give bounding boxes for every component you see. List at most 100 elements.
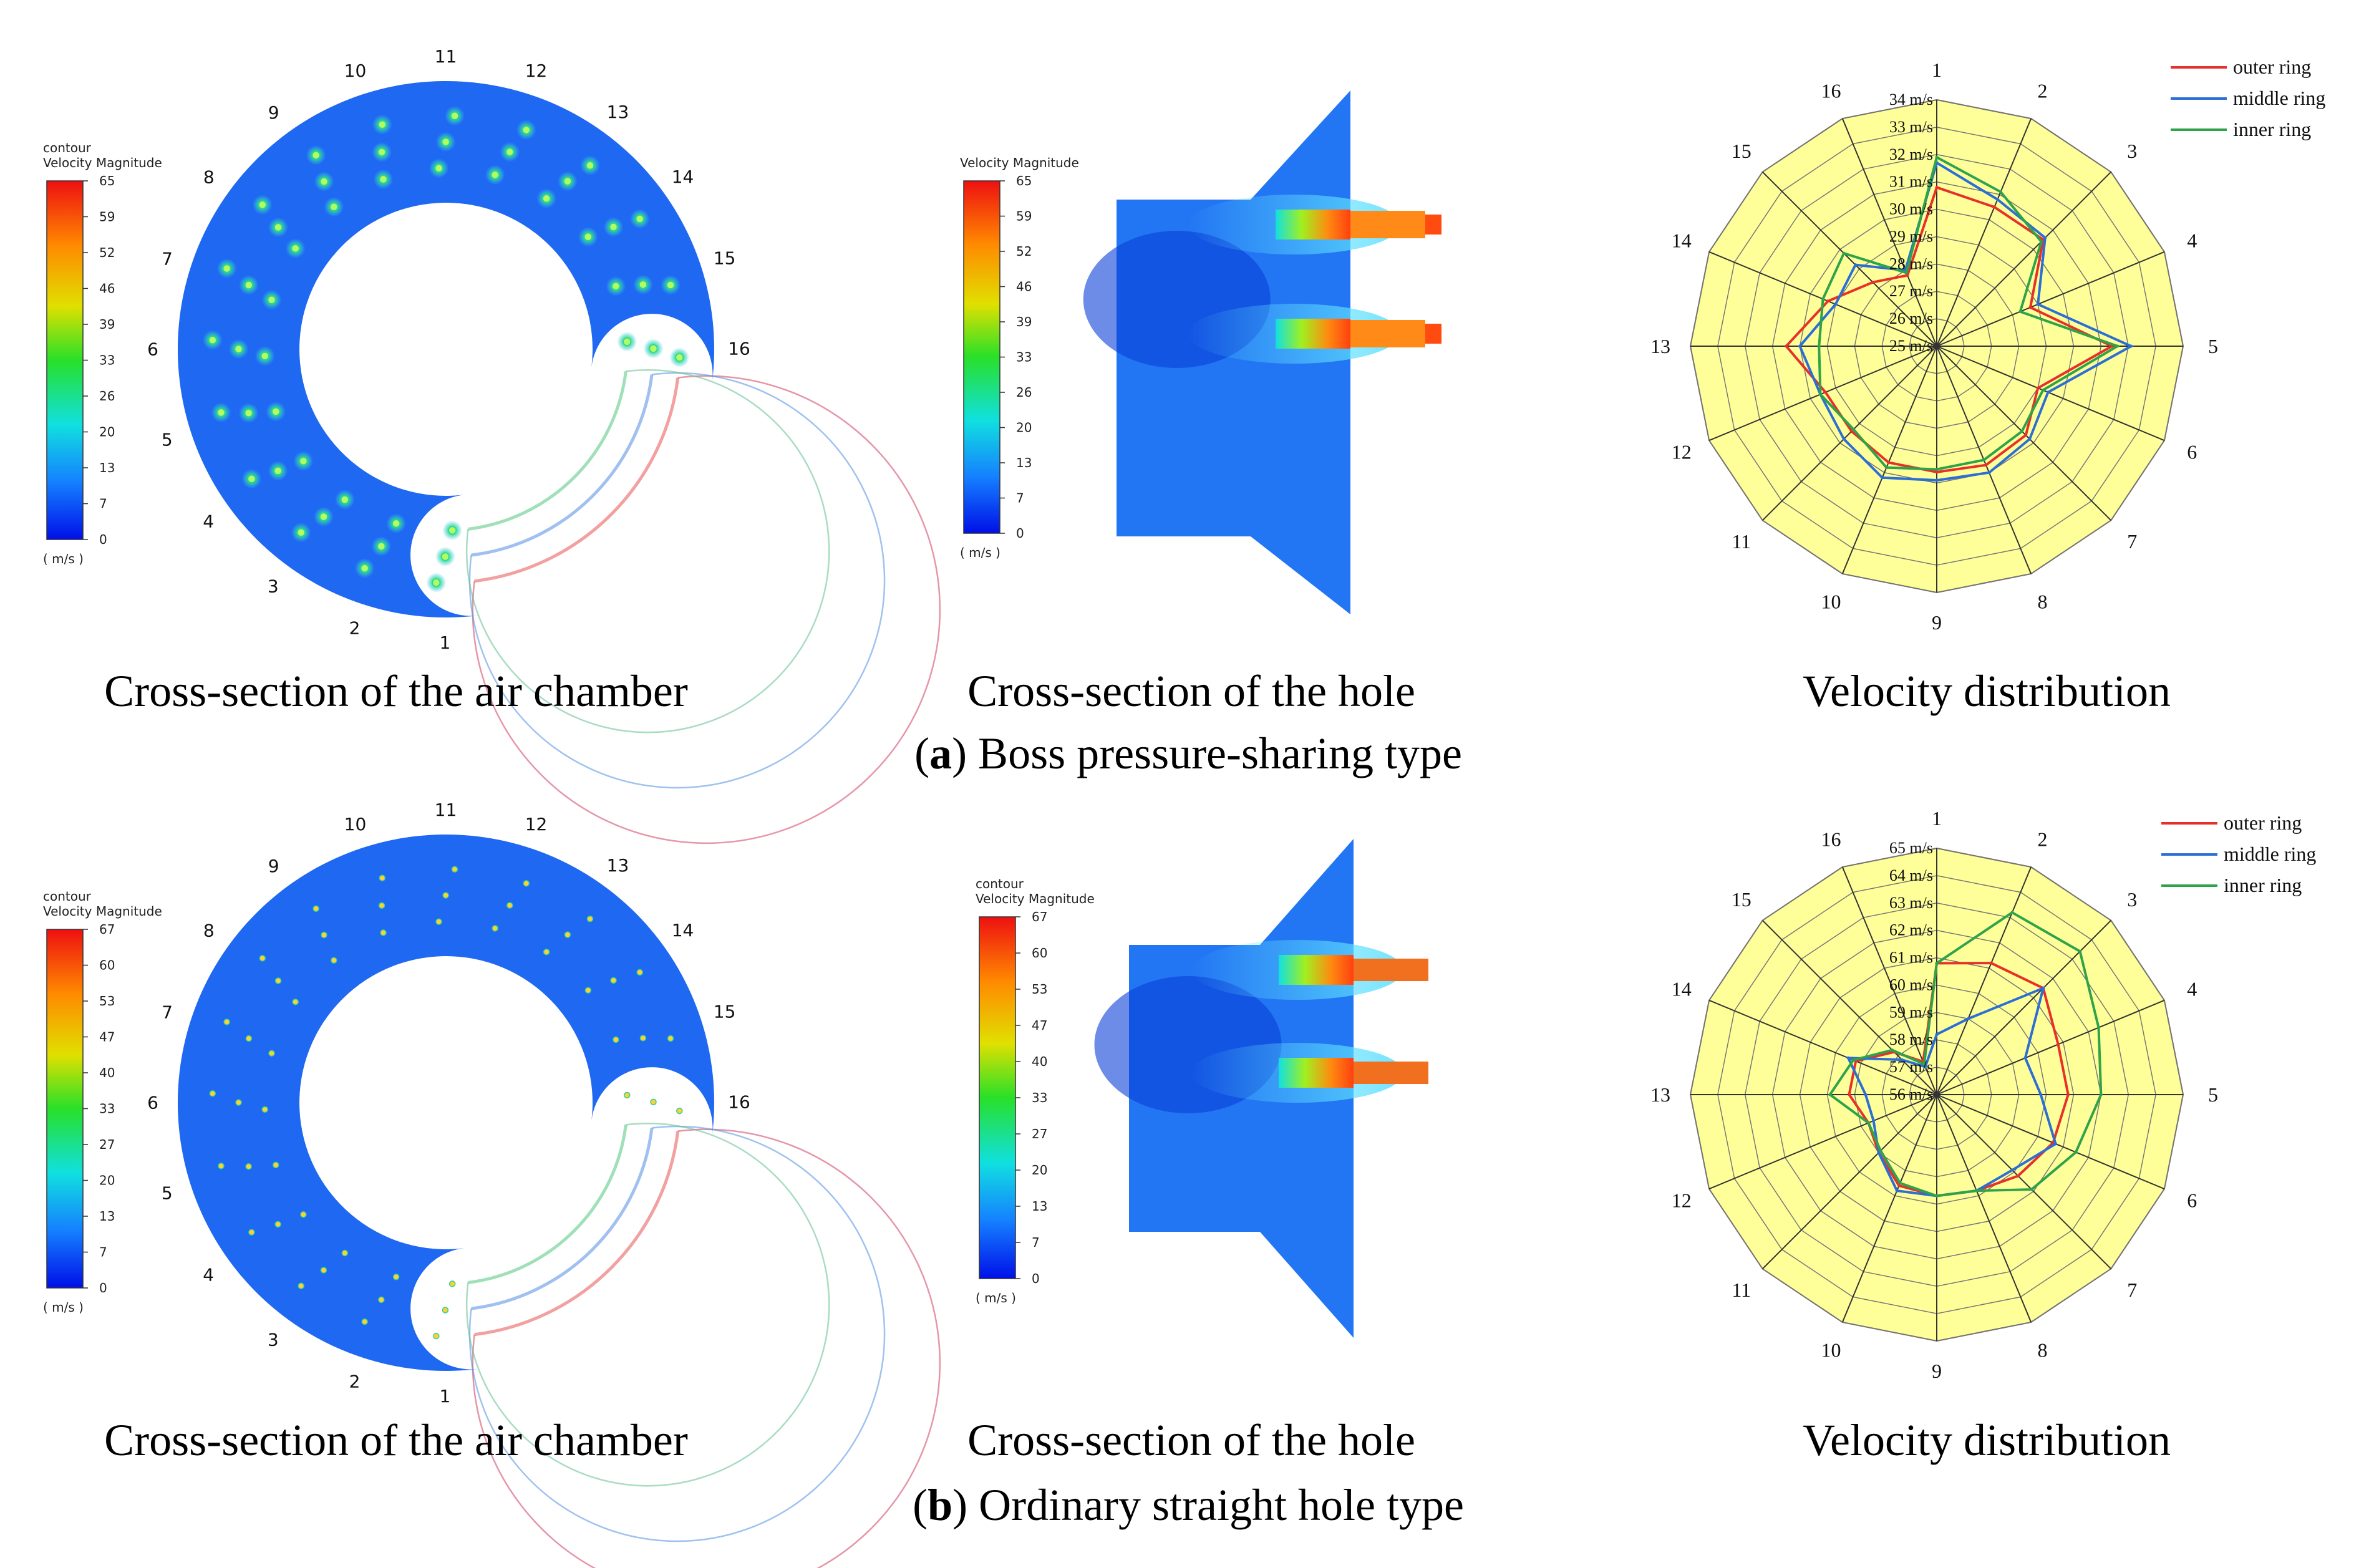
jet-hole: [248, 1229, 255, 1236]
jet-hole: [639, 1035, 647, 1042]
data-point: [1992, 205, 1996, 209]
jet-hole: [584, 233, 593, 241]
radial-tick-label: 26 m/s: [1889, 309, 1933, 327]
category-label: 11: [1732, 530, 1751, 553]
radar-spoke: [1841, 1094, 1937, 1323]
radial-tick-label: 27 m/s: [1889, 282, 1933, 300]
row-caption-a: (a) Boss pressure-sharing type: [914, 728, 1462, 778]
data-point: [2042, 986, 2045, 990]
radar-spoke: [1761, 919, 1937, 1095]
chamber-legend-tick-label: 20: [99, 425, 115, 440]
radial-tick-label: 25 m/s: [1889, 337, 1933, 355]
chamber-legend-unit: ( m/s ): [43, 551, 84, 566]
radar-spoke: [1841, 866, 1937, 1095]
hole-legend-title: Velocity Magnitude: [960, 155, 1079, 170]
category-label: 2: [2038, 828, 2048, 851]
hole-number-label: 11: [435, 800, 457, 820]
data-point: [1906, 273, 1909, 277]
data-point: [2097, 1026, 2101, 1030]
jet-hole: [311, 151, 321, 160]
hole-caption-b: Cross-section of the hole: [967, 1415, 1415, 1465]
hole-number-label: 15: [714, 1001, 736, 1022]
data-point: [1834, 302, 1838, 306]
jet-hole: [522, 125, 531, 135]
radar-caption-a: Velocity distribution: [1803, 666, 2171, 716]
ring-connector: [468, 1125, 627, 1284]
data-point: [1854, 263, 1858, 267]
data-point: [1864, 1093, 1868, 1096]
chamber-legend-header: contour: [43, 889, 92, 904]
jet-hole: [312, 905, 319, 912]
data-point: [2030, 1188, 2033, 1191]
hole-legend-tick-label: 13: [1032, 1199, 1047, 1214]
data-point: [1975, 1189, 1979, 1193]
radial-tick-label: 32 m/s: [1889, 145, 1933, 163]
hole-legend-tick-label: 39: [1016, 314, 1032, 329]
jet-hole: [379, 874, 386, 881]
hole-number-label: 8: [203, 167, 215, 188]
category-label: 12: [1672, 1189, 1692, 1212]
jet-hole: [448, 1280, 456, 1287]
radar-caption-b: Velocity distribution: [1803, 1415, 2171, 1465]
data-point: [2020, 430, 2024, 433]
ring-connector: [471, 374, 654, 557]
data-point: [2023, 1056, 2027, 1060]
jet-hole: [235, 1099, 242, 1106]
jet-hole: [260, 352, 269, 361]
hole-number-label: 16: [728, 1091, 750, 1112]
jet-hole: [442, 1307, 449, 1314]
hole-legend-tick-label: 59: [1016, 209, 1032, 224]
hole-number-label: 13: [607, 855, 629, 876]
hole-legend-unit: ( m/s ): [976, 1290, 1016, 1305]
jet-hole: [245, 281, 253, 289]
chamber-legend-tick-label: 46: [99, 281, 115, 296]
jet-hole: [492, 925, 498, 932]
radar-spoke: [1761, 171, 1937, 347]
jet-hole: [490, 170, 500, 180]
chamber-legend-tick-label: 60: [99, 958, 115, 973]
jet-hole: [222, 264, 231, 273]
chamber-legend-tick-label: 13: [99, 1209, 115, 1224]
nozzle-tip: [1425, 324, 1441, 344]
jet-hole: [650, 1098, 657, 1106]
data-point: [2040, 240, 2043, 243]
row-caption-b: (b) Ordinary straight hole type: [913, 1480, 1464, 1530]
chamber-legend-tick-label: 0: [99, 532, 107, 547]
hole-panel-a: Velocity Magnitude65595246393326201370( …: [960, 90, 1441, 614]
radar-spoke: [1936, 919, 2112, 1095]
data-point: [2036, 386, 2040, 390]
data-point: [1989, 961, 1993, 965]
jet-hole: [667, 1035, 674, 1042]
data-point: [1848, 1093, 1851, 1096]
jet-hole: [271, 407, 280, 416]
jet-hole: [584, 987, 592, 994]
chamber-legend-tick-label: 27: [99, 1137, 115, 1152]
data-point: [1935, 155, 1939, 159]
category-label: 15: [1732, 888, 1751, 911]
data-point: [2018, 310, 2022, 314]
chamber-legend-tick-label: 13: [99, 460, 115, 475]
radial-tick-label: 64 m/s: [1889, 866, 1933, 884]
hole-number-label: 2: [349, 1372, 361, 1392]
jet-core: [1276, 319, 1350, 349]
jet-hole: [433, 1332, 440, 1340]
hole-legend-title: Velocity Magnitude: [976, 891, 1095, 906]
data-point: [2129, 344, 2133, 348]
hole-legend-bar: [979, 916, 1016, 1279]
jet-hole: [223, 1019, 230, 1025]
nozzle-outlet: [1354, 1062, 1428, 1084]
radar-spoke: [1936, 866, 2032, 1095]
ring-guide: [472, 1128, 941, 1568]
chamber-legend-tick-label: 52: [99, 245, 115, 260]
radar-spoke: [1936, 346, 2112, 521]
jet-hole: [258, 200, 267, 210]
category-label: 1: [1932, 807, 1942, 830]
data-point: [1904, 271, 1908, 274]
data-point: [1877, 1151, 1881, 1154]
chamber-legend-title: Velocity Magnitude: [43, 155, 162, 170]
radial-tick-label: 29 m/s: [1889, 227, 1933, 245]
jet-hole: [321, 931, 327, 939]
jet-hole: [300, 1211, 307, 1218]
